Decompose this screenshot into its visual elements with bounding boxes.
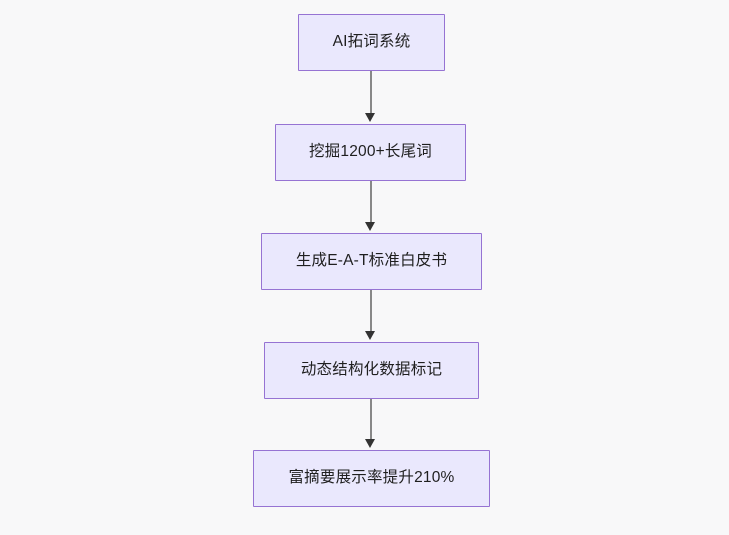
flowchart-arrowhead-e3: [364, 331, 375, 340]
flowchart-arrowhead-e2: [364, 222, 375, 231]
flowchart-node-n3[interactable]: 生成E-A-T标准白皮书: [261, 233, 482, 290]
flowchart-node-n4[interactable]: 动态结构化数据标记: [264, 342, 479, 399]
flowchart-node-label: 生成E-A-T标准白皮书: [295, 252, 448, 270]
flowchart-node-label: 动态结构化数据标记: [300, 361, 443, 379]
flowchart-edge-e4: [370, 399, 372, 441]
flowchart-node-label: AI拓词系统: [332, 33, 411, 51]
flowchart-node-n2[interactable]: 挖掘1200+长尾词: [275, 124, 466, 181]
flowchart-node-label: 挖掘1200+长尾词: [308, 143, 433, 161]
flowchart-node-n5[interactable]: 富摘要展示率提升210%: [253, 450, 490, 507]
flowchart-arrowhead-e1: [364, 113, 375, 122]
flowchart-edge-e2: [370, 181, 372, 224]
flowchart-edge-e3: [370, 290, 372, 333]
flowchart-node-n1[interactable]: AI拓词系统: [298, 14, 445, 71]
flowchart-edge-e1: [370, 71, 372, 115]
flowchart-arrowhead-e4: [364, 439, 375, 448]
flowchart-node-label: 富摘要展示率提升210%: [288, 469, 455, 487]
